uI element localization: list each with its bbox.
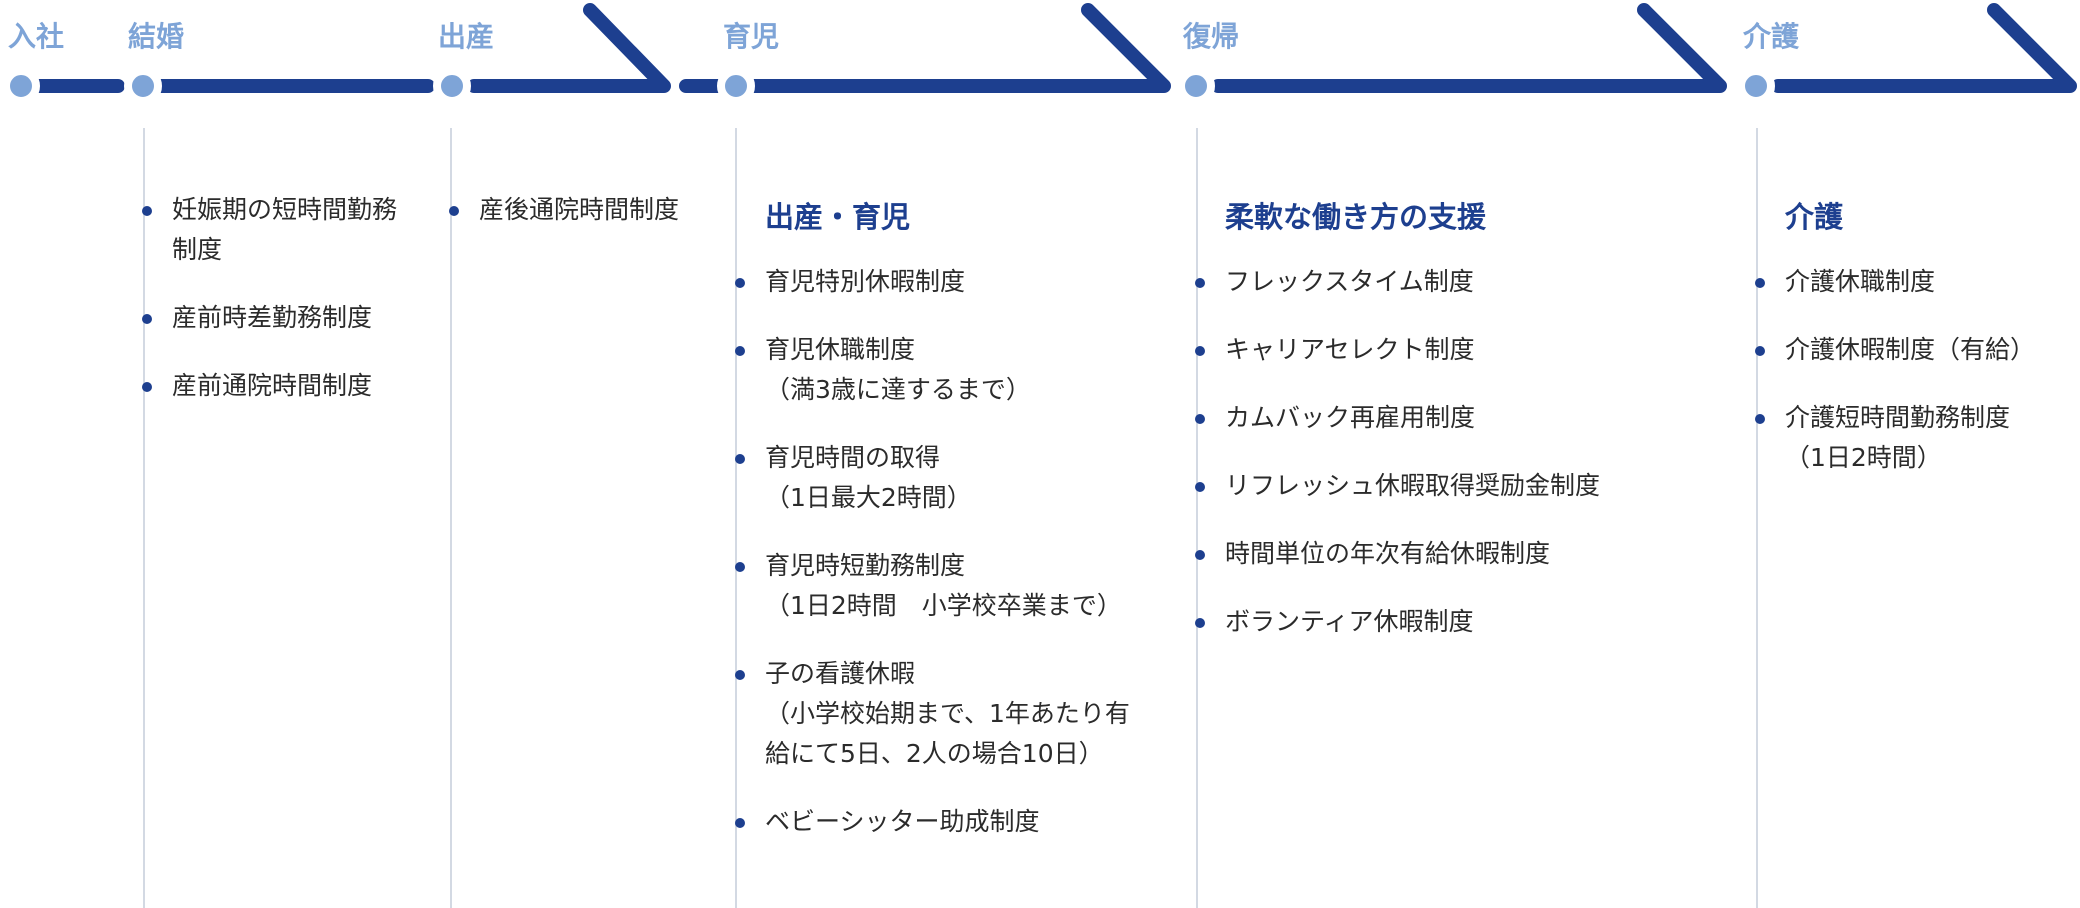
stage-node [1177, 67, 1215, 105]
stage-label-ikuji: 育児 [723, 20, 780, 53]
stage-node [124, 67, 162, 105]
timeline-track [2, 3, 2077, 105]
list-item: 育児特別休暇制度 [735, 262, 1175, 302]
policy-label: キャリアセレクト制度 [1225, 335, 1475, 364]
policy-list: フレックスタイム制度キャリアセレクト制度カムバック再雇用制度リフレッシュ休暇取得… [1195, 262, 1655, 642]
list-item: 産後通院時間制度 [449, 190, 729, 230]
bullet-icon [1195, 618, 1205, 628]
bullet-icon [735, 346, 745, 356]
bullet-icon [1195, 550, 1205, 560]
list-item: 時間単位の年次有給休暇制度 [1195, 534, 1655, 574]
track-arrow-segment [679, 3, 1171, 93]
column-kaigo: 介護 介護休職制度介護休暇制度（有給） 介護短時間勤務制度 （1日2時間） [1755, 190, 2075, 506]
bullet-icon [1195, 482, 1205, 492]
bullet-icon [1755, 278, 1765, 288]
bullet-icon [735, 818, 745, 828]
bullet-icon [1755, 414, 1765, 424]
policy-label: カムバック再雇用制度 [1225, 403, 1476, 432]
bullet-icon [449, 206, 459, 216]
stage-label-shussan: 出産 [438, 20, 495, 53]
policy-label: フレックスタイム制度 [1225, 267, 1474, 296]
policy-label: 育児休職制度 （満3歳に達するまで） [765, 335, 1031, 404]
column-divider [1196, 128, 1198, 908]
track-arrow-segment [1211, 3, 1727, 93]
policy-label: リフレッシュ休暇取得奨励金制度 [1225, 471, 1601, 500]
list-item: ベビーシッター助成制度 [735, 802, 1175, 842]
bullet-icon [735, 454, 745, 464]
list-item: カムバック再雇用制度 [1195, 398, 1655, 438]
bullet-icon [142, 206, 152, 216]
track-arrow-segment [1771, 3, 2077, 93]
column-heading: 出産・育児 [765, 200, 911, 234]
column-divider [735, 128, 737, 908]
policy-label: 妊娠期の短時間勤務 制度 [172, 195, 398, 264]
bullet-icon [735, 562, 745, 572]
list-item: 介護休職制度 [1755, 262, 2075, 302]
stage-label-nyusha: 入社 [8, 20, 65, 53]
list-item: 介護休暇制度（有給） [1755, 330, 2075, 370]
column-divider [143, 128, 145, 908]
list-item: 介護短時間勤務制度 （1日2時間） [1755, 398, 2075, 478]
stage-node [2, 67, 40, 105]
stage-node [717, 67, 755, 105]
policy-label: 育児時短勤務制度 （1日2時間 小学校卒業まで） [765, 551, 1122, 620]
policy-list: 産後通院時間制度 [449, 190, 729, 230]
policy-label: 子の看護休暇 （小学校始期まで、1年あたり有 給にて5日、2人の場合10日） [765, 659, 1130, 768]
column-ikuji: 出産・育児 育児特別休暇制度育児休職制度 （満3歳に達するまで） 育児時間の取得 … [735, 190, 1175, 870]
policy-label: 介護短時間勤務制度 （1日2時間） [1785, 403, 2011, 472]
list-item: フレックスタイム制度 [1195, 262, 1655, 302]
policy-label: 産前時差勤務制度 [172, 303, 373, 332]
column-fukki: 柔軟な働き方の支援 フレックスタイム制度キャリアセレクト制度カムバック再雇用制度… [1195, 190, 1655, 670]
bullet-icon [1195, 414, 1205, 424]
stage-node [1737, 67, 1775, 105]
policy-list: 介護休職制度介護休暇制度（有給） 介護短時間勤務制度 （1日2時間） [1755, 262, 2075, 478]
list-item: ボランティア休暇制度 [1195, 602, 1655, 642]
list-item: 産前通院時間制度 [142, 366, 442, 406]
column-divider [450, 128, 452, 908]
list-item: 育児時間の取得 （1日最大2時間） [735, 438, 1175, 518]
policy-label: ボランティア休暇制度 [1225, 607, 1474, 636]
policy-list: 育児特別休暇制度育児休職制度 （満3歳に達するまで） 育児時間の取得 （1日最大2… [735, 262, 1175, 842]
column-divider [1756, 128, 1758, 908]
stage-label-fukki: 復帰 [1183, 20, 1240, 53]
track-arrow-segment [467, 3, 671, 93]
bullet-icon [1195, 346, 1205, 356]
bullet-icon [735, 278, 745, 288]
list-item: 育児休職制度 （満3歳に達するまで） [735, 330, 1175, 410]
stage-node [433, 67, 471, 105]
bullet-icon [735, 670, 745, 680]
list-item: 産前時差勤務制度 [142, 298, 442, 338]
stage-label-kaigo: 介護 [1743, 20, 1800, 53]
list-item: 育児時短勤務制度 （1日2時間 小学校卒業まで） [735, 546, 1175, 626]
column-heading: 介護 [1785, 200, 1844, 234]
bullet-icon [142, 382, 152, 392]
policy-list: 妊娠期の短時間勤務 制度産前時差勤務制度産前通院時間制度 [142, 190, 442, 406]
policy-label: 産前通院時間制度 [172, 371, 373, 400]
policy-label: 時間単位の年次有給休暇制度 [1225, 539, 1551, 568]
policy-label: 産後通院時間制度 [479, 195, 680, 224]
column-kekkon: 妊娠期の短時間勤務 制度産前時差勤務制度産前通院時間制度 [142, 190, 442, 434]
bullet-icon [142, 314, 152, 324]
list-item: キャリアセレクト制度 [1195, 330, 1655, 370]
policy-label: 介護休職制度 [1785, 267, 1936, 296]
column-heading: 柔軟な働き方の支援 [1225, 200, 1487, 234]
bullet-icon [1755, 346, 1765, 356]
list-item: 子の看護休暇 （小学校始期まで、1年あたり有 給にて5日、2人の場合10日） [735, 654, 1175, 774]
list-item: リフレッシュ休暇取得奨励金制度 [1195, 466, 1655, 506]
column-shussan: 産後通院時間制度 [449, 190, 729, 258]
stage-label-kekkon: 結婚 [128, 20, 185, 53]
list-item: 妊娠期の短時間勤務 制度 [142, 190, 442, 270]
bullet-icon [1195, 278, 1205, 288]
policy-label: 育児特別休暇制度 [765, 267, 966, 296]
policy-label: 介護休暇制度（有給） [1785, 335, 2036, 364]
policy-label: ベビーシッター助成制度 [765, 807, 1040, 836]
policy-label: 育児時間の取得 （1日最大2時間） [765, 443, 972, 512]
